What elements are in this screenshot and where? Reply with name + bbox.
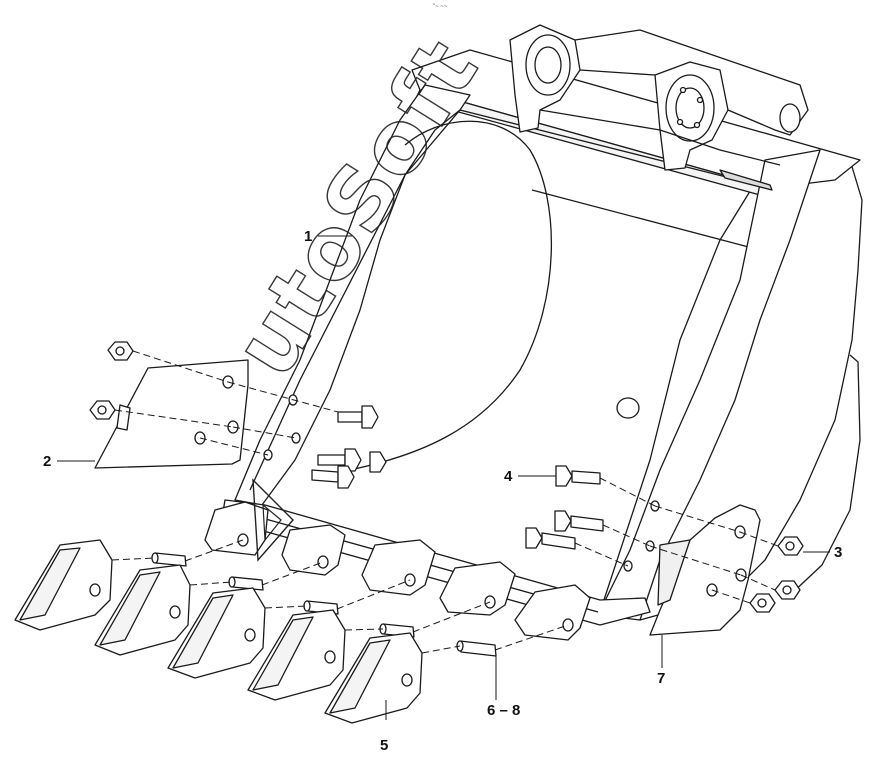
side-cutter-left: [89, 341, 249, 469]
bolts-right: [525, 465, 604, 550]
top-mark: "~ ~~: [433, 4, 448, 10]
callout-1: 1: [304, 228, 313, 245]
tooth-adapters: [204, 501, 591, 641]
callout-2: 2: [43, 453, 52, 470]
hinge-bracket: [509, 24, 809, 171]
bolts-left: [311, 405, 387, 489]
bucket-teeth: [14, 539, 423, 724]
callout-7: 7: [657, 670, 666, 687]
watermark-logo: [252, 478, 294, 562]
callout-5: 5: [380, 737, 389, 754]
nuts-right: [749, 536, 804, 613]
callout-6-8: 6 – 8: [487, 702, 521, 719]
callout-3: 3: [834, 544, 843, 561]
assembly-lines: [111, 350, 779, 654]
leader-lines: [57, 235, 830, 720]
callout-4: 4: [504, 468, 513, 485]
